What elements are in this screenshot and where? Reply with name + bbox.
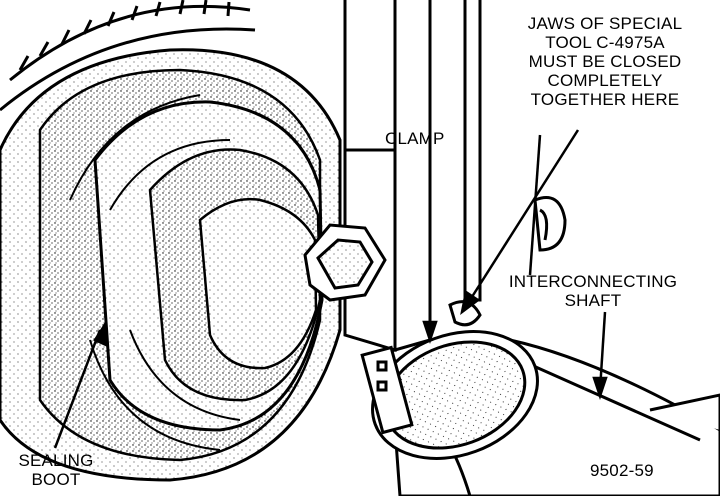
arrowhead-jaws [460, 289, 481, 315]
label-clamp: CLAMP [385, 129, 445, 148]
arrowhead-sealing-boot [93, 322, 108, 348]
arrowhead-shaft [592, 376, 608, 400]
label-interconnecting-shaft: INTERCONNECTING SHAFT [478, 272, 708, 310]
leader-jaws-2 [528, 134, 542, 276]
label-tool-jaws-line-5: TOGETHER HERE [530, 90, 680, 109]
label-tool-jaws: JAWS OF SPECIAL TOOL C-4975A MUST BE CLO… [500, 14, 710, 109]
label-sealing-boot: SEALING BOOT [2, 451, 110, 489]
leader-lines [53, 129, 608, 449]
figure-number-text: 9502-59 [590, 461, 654, 480]
figure-number: 9502-59 [590, 461, 654, 480]
label-tool-jaws-line-1: JAWS OF SPECIAL [527, 14, 683, 33]
label-interconnecting-line-2: SHAFT [564, 291, 622, 310]
label-tool-jaws-line-4: COMPLETELY [547, 71, 663, 90]
label-tool-jaws-line-3: MUST BE CLOSED [528, 52, 682, 71]
hex-nut [303, 223, 387, 302]
special-tool-jaws [343, 0, 482, 353]
label-sealing-line-2: BOOT [31, 470, 81, 489]
boot-clamp [360, 300, 539, 460]
tool-knob [533, 196, 567, 252]
gear-teeth [0, 0, 256, 112]
arrowhead-clamp [422, 320, 438, 344]
sealing-boot-body [0, 48, 342, 482]
label-tool-jaws-line-2: TOOL C-4975A [545, 33, 665, 52]
label-sealing-line-1: SEALING [18, 451, 94, 470]
leader-jaws [468, 129, 580, 301]
label-interconnecting-line-1: INTERCONNECTING [508, 272, 678, 291]
leader-sealing-boot [53, 329, 102, 449]
label-clamp-text: CLAMP [385, 129, 445, 148]
